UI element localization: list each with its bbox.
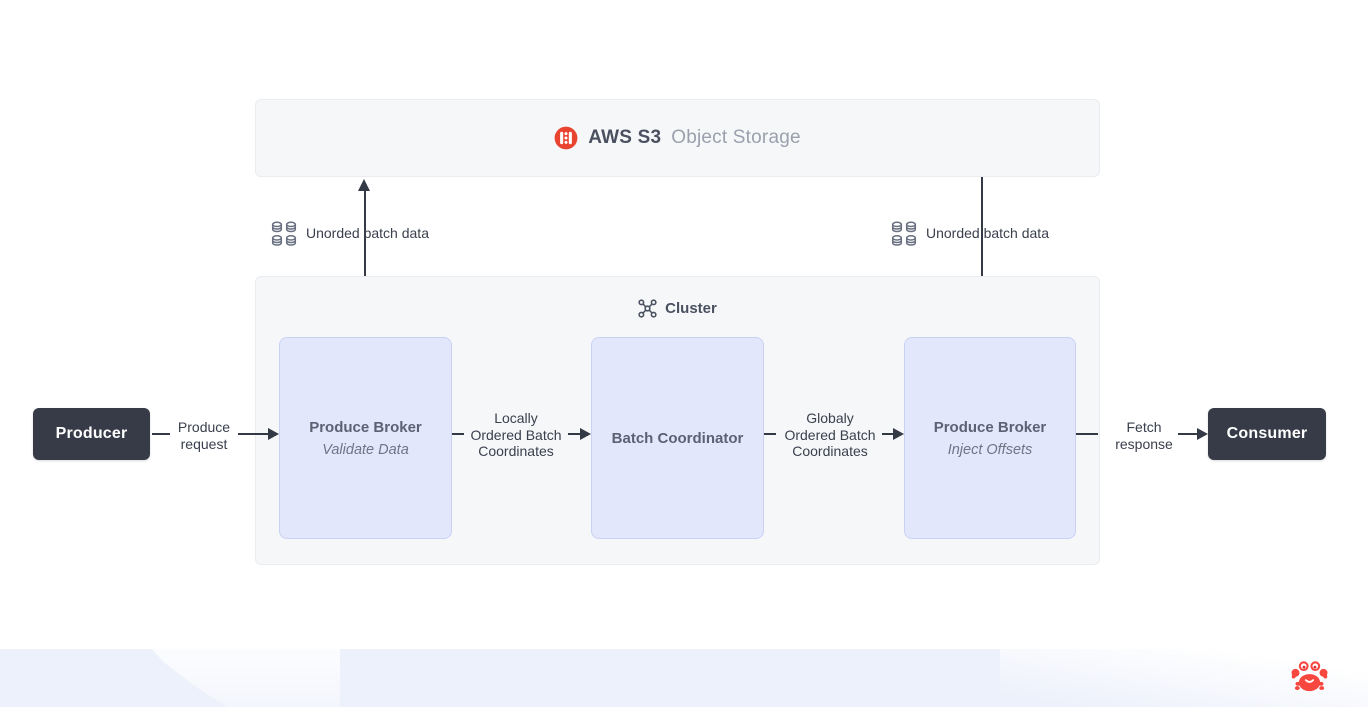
edge-locally-ordered-line <box>568 433 581 435</box>
edge-produce-request-line <box>152 433 170 435</box>
s3-storage-panel: AWS S3 Object Storage <box>255 99 1100 177</box>
edge-fetch-response-label: Fetch response <box>1115 419 1173 452</box>
node-batch-coordinator: Batch Coordinator <box>591 337 764 539</box>
node-consumer: Consumer <box>1208 408 1326 460</box>
edge-globally-ordered-label: Globaly Ordered Batch Coordinates <box>784 410 876 459</box>
node-label: Consumer <box>1226 425 1308 442</box>
arrowhead-right <box>268 428 279 440</box>
unordered-batch-label-right: Unorded batch data <box>891 219 1049 247</box>
node-subtitle: Inject Offsets <box>947 441 1033 458</box>
edge-fetch-response-line <box>1178 433 1197 435</box>
edge-unordered-left-line <box>364 189 366 337</box>
batch-databases-icon <box>271 221 297 246</box>
s3-title: AWS S3 <box>588 127 662 148</box>
arrowhead-right <box>580 428 591 440</box>
edge-produce-request-label: Produce request <box>177 419 231 452</box>
arrowhead-right <box>893 428 904 440</box>
edge-fetch-response-line <box>1076 433 1098 435</box>
cluster-nodes-icon <box>638 299 657 318</box>
unordered-batch-text: Unorded batch data <box>306 225 429 241</box>
crab-icon <box>1291 661 1328 692</box>
unordered-batch-label-left: Unorded batch data <box>271 219 429 247</box>
node-label: Producer <box>55 425 128 442</box>
edge-globally-ordered-line <box>764 433 776 435</box>
edge-produce-request-line <box>238 433 269 435</box>
edge-locally-ordered-label: Locally Ordered Batch Coordinates <box>470 410 562 459</box>
node-title: Produce Broker <box>309 418 422 436</box>
edge-globally-ordered-line <box>882 433 894 435</box>
arrowhead-up <box>358 179 370 191</box>
arrowhead-right <box>1197 428 1208 440</box>
batch-databases-icon <box>891 221 917 246</box>
s3-bucket-icon <box>554 126 578 150</box>
node-subtitle: Validate Data <box>322 441 409 458</box>
cluster-label: Cluster <box>665 300 717 317</box>
cluster-heading: Cluster <box>256 299 1099 318</box>
edge-locally-ordered-line <box>452 433 464 435</box>
unordered-batch-text: Unorded batch data <box>926 225 1049 241</box>
node-producer: Producer <box>33 408 150 460</box>
s3-storage-heading: AWS S3 Object Storage <box>256 100 1099 176</box>
s3-subtitle: Object Storage <box>671 127 801 148</box>
node-produce-broker-validate: Produce Broker Validate Data <box>279 337 452 539</box>
node-title: Batch Coordinator <box>611 429 744 447</box>
edge-unordered-right-line <box>981 177 983 326</box>
node-title: Produce Broker <box>933 418 1047 436</box>
node-produce-broker-inject: Produce Broker Inject Offsets <box>904 337 1076 539</box>
